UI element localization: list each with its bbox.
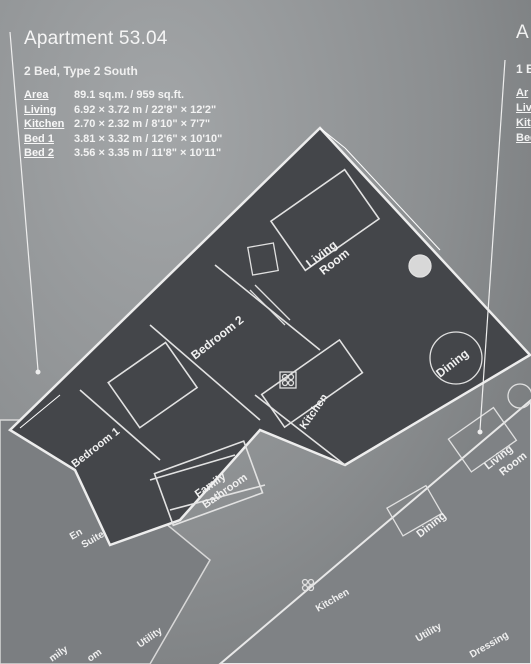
spec-label[interactable]: Bed 1 [24,132,54,145]
spec-table: Area 89.1 sq.m. / 959 sq.ft. Living 6.92… [24,88,294,161]
window-marks [19,127,441,429]
apartment-title: Apartment 53.04 [24,28,168,49]
spec-row-bed1: Bed 1 3.81 × 3.32 m / 12'6" × 10'10" [24,132,294,147]
spec-row-kitchen: Kitchen 2.70 × 2.32 m / 8'10" × 7'7" [24,117,294,132]
next-spec-list: Ar Liv Kit Bed [516,86,531,146]
round-table-icon [507,383,531,409]
next-spec-label[interactable]: Bed [516,132,531,144]
leader-line-right [479,59,506,431]
leader-dot-right [477,429,483,435]
apartment-subtitle: 2 Bed, Type 2 South [24,64,138,78]
spec-value: 3.81 × 3.32 m / 12'6" × 10'10" [74,132,223,145]
spec-row-bed2: Bed 2 3.56 × 3.35 m / 11'8" × 10'11" [24,146,294,161]
next-spec-label[interactable]: Liv [516,102,531,114]
next-apartment-panel: A 1 B Ar Liv Kit Bed [516,22,531,146]
dining-table-icon [429,331,483,385]
spec-value: 3.56 × 3.35 m / 11'8" × 10'11" [74,147,222,159]
spec-label[interactable]: Kitchen [24,118,65,130]
apartment-info-panel: Apartment 53.04 2 Bed, Type 2 South Area… [24,28,294,161]
spec-label[interactable]: Area [24,89,49,101]
lamp-icon [408,254,432,278]
next-apartment-subtitle: 1 B [516,62,531,76]
apartment-53-04-highlight[interactable] [7,126,531,547]
leader-dot-left [35,369,41,375]
next-apartment-title: A [516,22,529,43]
leader-line-left [9,31,39,371]
next-spec-label[interactable]: Kit [516,117,531,129]
spec-row-area: Area 89.1 sq.m. / 959 sq.ft. [24,88,294,103]
spec-row-living: Living 6.92 × 3.72 m / 22'8" × 12'2" [24,103,294,118]
spec-value: 2.70 × 2.32 m / 8'10" × 7'7" [74,118,211,130]
furniture [247,242,531,592]
spec-value: 89.1 sq.m. / 959 sq.ft. [74,89,185,101]
spec-label[interactable]: Bed 2 [24,147,54,159]
adjacent-unit-outline[interactable] [218,398,531,664]
spec-value: 6.92 × 3.72 m / 22'8" × 12'2" [74,103,217,116]
spec-label[interactable]: Living [24,103,57,116]
next-spec-label[interactable]: Ar [516,87,529,99]
